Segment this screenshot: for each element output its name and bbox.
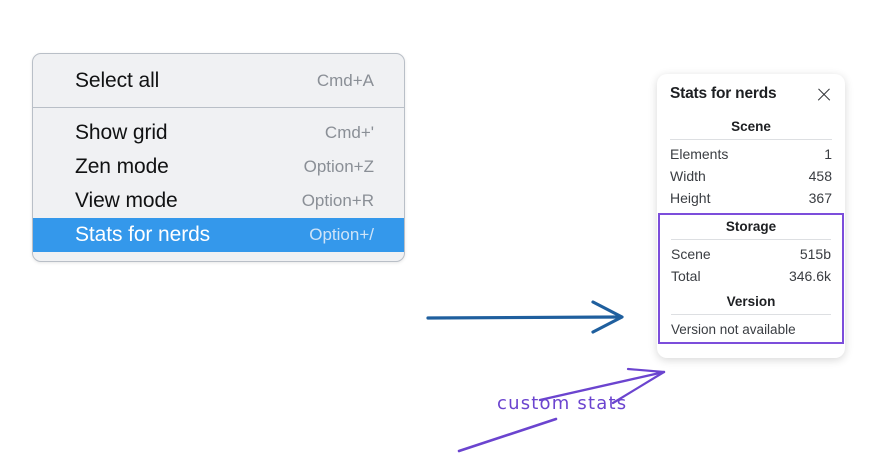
- stat-value: 1: [824, 146, 832, 162]
- stat-row: Elements 1: [670, 143, 832, 165]
- menu-item-label: View mode: [75, 189, 178, 212]
- stat-value: 367: [808, 190, 832, 206]
- stats-panel-header: Stats for nerds: [657, 85, 845, 103]
- custom-stats-annotation-label: custom stats: [497, 393, 628, 414]
- scene-section: Scene Elements 1 Width 458 Height 367: [657, 117, 845, 209]
- stats-for-nerds-panel: Stats for nerds Scene Elements 1 Width 4…: [657, 74, 845, 358]
- menu-item-shortcut: Cmd+A: [316, 71, 374, 90]
- menu-item-select-all[interactable]: Select all Cmd+A: [33, 64, 404, 98]
- stat-key: Elements: [670, 146, 729, 162]
- menu-item-shortcut: Option+/: [309, 225, 374, 244]
- stat-row: Height 367: [670, 187, 832, 209]
- storage-section: Storage Scene 515b Total 346.6k: [671, 217, 831, 287]
- menu-item-shortcut: Option+Z: [303, 157, 374, 176]
- section-rule: [671, 314, 831, 315]
- stat-row: Scene 515b: [671, 243, 831, 265]
- stat-key: Scene: [671, 246, 711, 262]
- section-rule: [671, 239, 831, 240]
- menu-item-shortcut: Cmd+': [324, 123, 374, 142]
- stat-value: 515b: [799, 246, 831, 262]
- version-note: Version not available: [671, 322, 796, 337]
- menu-item-label: Show grid: [75, 121, 168, 144]
- custom-stats-highlight-box: Storage Scene 515b Total 346.6k Version …: [658, 213, 844, 344]
- version-section: Version Version not available: [671, 287, 831, 337]
- menu-group-1: Select all Cmd+A: [33, 54, 404, 107]
- blue-arrow-annotation: [426, 300, 624, 334]
- storage-section-title: Storage: [725, 219, 777, 234]
- stats-panel-title: Stats for nerds: [670, 85, 777, 102]
- stat-key: Width: [670, 168, 706, 184]
- version-section-title: Version: [726, 294, 776, 309]
- menu-group-2: Show grid Cmd+' Zen mode Option+Z View m…: [33, 108, 404, 261]
- stat-key: Height: [670, 190, 711, 206]
- menu-item-stats-for-nerds[interactable]: Stats for nerds Option+/: [33, 218, 404, 252]
- menu-item-label: Zen mode: [75, 155, 169, 178]
- menu-item-show-grid[interactable]: Show grid Cmd+': [33, 116, 404, 150]
- menu-item-shortcut: Option+R: [301, 191, 374, 210]
- scene-section-title: Scene: [731, 119, 771, 134]
- menu-item-label: Select all: [75, 69, 160, 92]
- menu-item-zen-mode[interactable]: Zen mode Option+Z: [33, 150, 404, 184]
- menu-divider: [33, 107, 404, 108]
- stat-value: 346.6k: [788, 268, 831, 284]
- purple-underline-annotation: [457, 417, 558, 453]
- stat-row: Width 458: [670, 165, 832, 187]
- section-rule: [670, 139, 832, 140]
- close-icon[interactable]: [816, 86, 832, 102]
- stat-row: Total 346.6k: [671, 265, 831, 287]
- menu-item-view-mode[interactable]: View mode Option+R: [33, 184, 404, 218]
- menu-item-label: Stats for nerds: [75, 223, 211, 246]
- stat-key: Total: [671, 268, 701, 284]
- context-menu[interactable]: Select all Cmd+A Show grid Cmd+' Zen mod…: [32, 53, 405, 262]
- stat-value: 458: [808, 168, 832, 184]
